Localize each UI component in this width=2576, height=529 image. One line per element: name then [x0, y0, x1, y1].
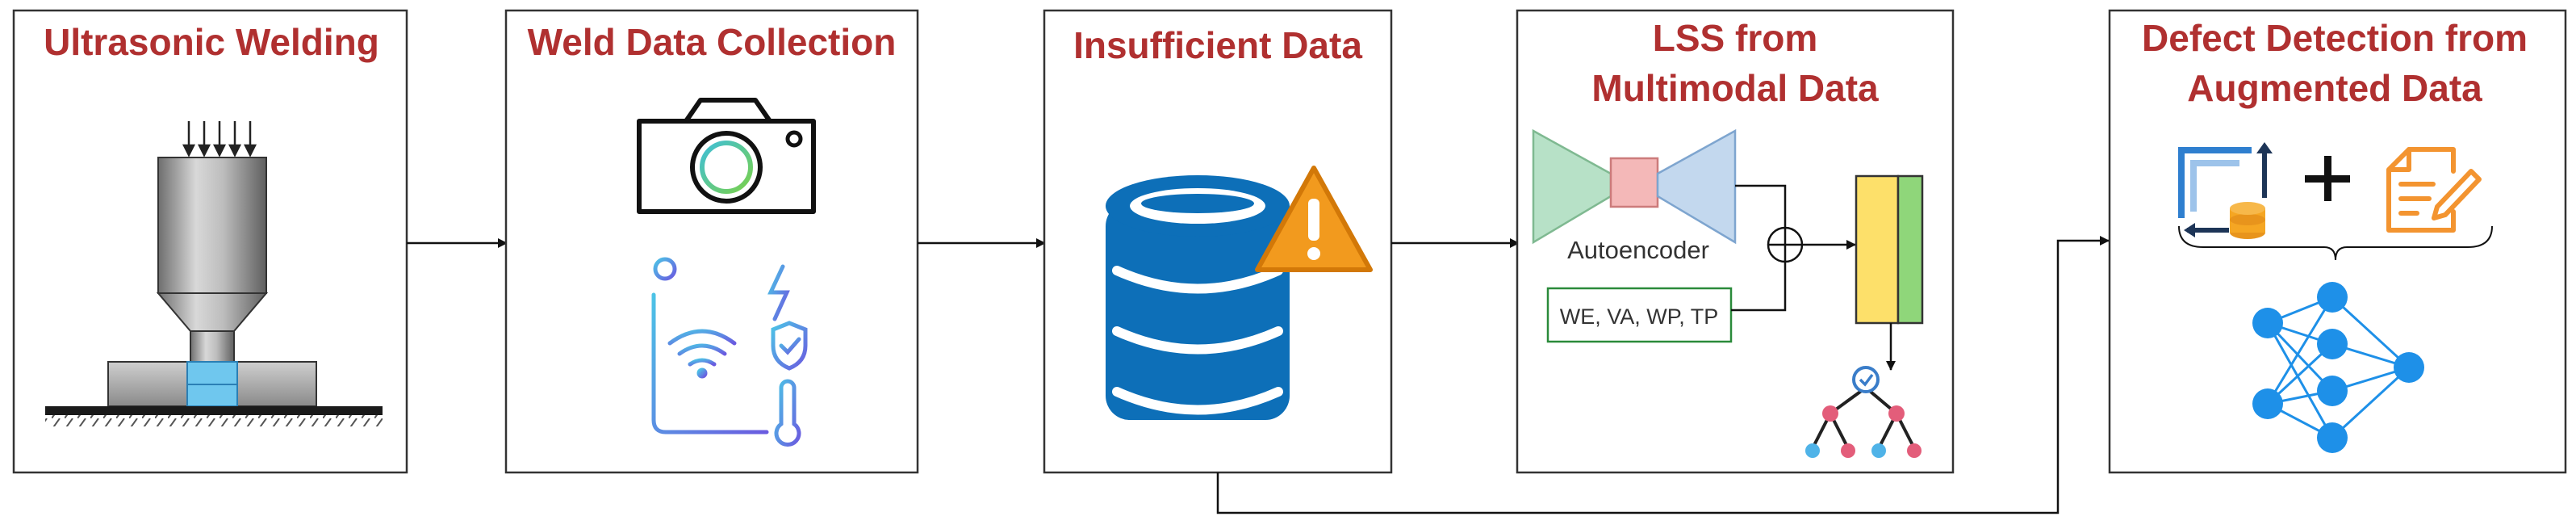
- panel-title-line2: Augmented Data: [2187, 67, 2482, 109]
- panel-title-line1: LSS from: [1653, 17, 1817, 59]
- neural-network-icon: [2252, 282, 2424, 453]
- warning-icon: [1255, 166, 1373, 272]
- panel-title-line2: Multimodal Data: [1591, 67, 1879, 109]
- features-box: [1546, 287, 1733, 343]
- panel-insufficient-data: Insufficient Data: [1043, 9, 1393, 474]
- decision-tree-icon: [1805, 366, 1922, 458]
- feature-bar-icon: [1855, 174, 1924, 325]
- panel-weld-data-collection: Weld Data Collection: [504, 9, 919, 474]
- panel-frame: [504, 9, 919, 474]
- panel-ultrasonic-welding: Ultrasonic Welding: [12, 9, 408, 474]
- autoencoder-icon: [1532, 128, 1737, 245]
- connector-autoencoder-to-concat: [1735, 184, 1787, 228]
- database-icon: [1106, 175, 1290, 420]
- arrow-insufficient-to-detection: [1216, 236, 2110, 514]
- plus-icon: [2305, 156, 2350, 201]
- panel-title: Weld Data Collection: [528, 21, 897, 63]
- features-label: WE, VA, WP, TP: [1560, 304, 1719, 329]
- panel-title-line1: Defect Detection from: [2142, 17, 2528, 59]
- concat-icon: [1767, 226, 1804, 263]
- panel-defect-detection: Defect Detection from Augmented Data: [2108, 9, 2567, 474]
- iot-sensor-board-icon: [651, 257, 809, 447]
- merge-brace: [2178, 225, 2493, 261]
- panel-title: Ultrasonic Welding: [44, 21, 379, 63]
- panel-title: Insufficient Data: [1073, 24, 1362, 66]
- camera-icon: [637, 98, 816, 214]
- panel-lss-multimodal: LSS from Multimodal Data Autoencoder WE,…: [1516, 9, 1955, 474]
- data-augment-icon: [2178, 142, 2273, 239]
- ultrasonic-welder-icon: [45, 121, 383, 426]
- autoencoder-label: Autoencoder: [1567, 236, 1709, 264]
- connector-features-to-concat: [1731, 262, 1787, 312]
- document-edit-icon: [2386, 147, 2482, 233]
